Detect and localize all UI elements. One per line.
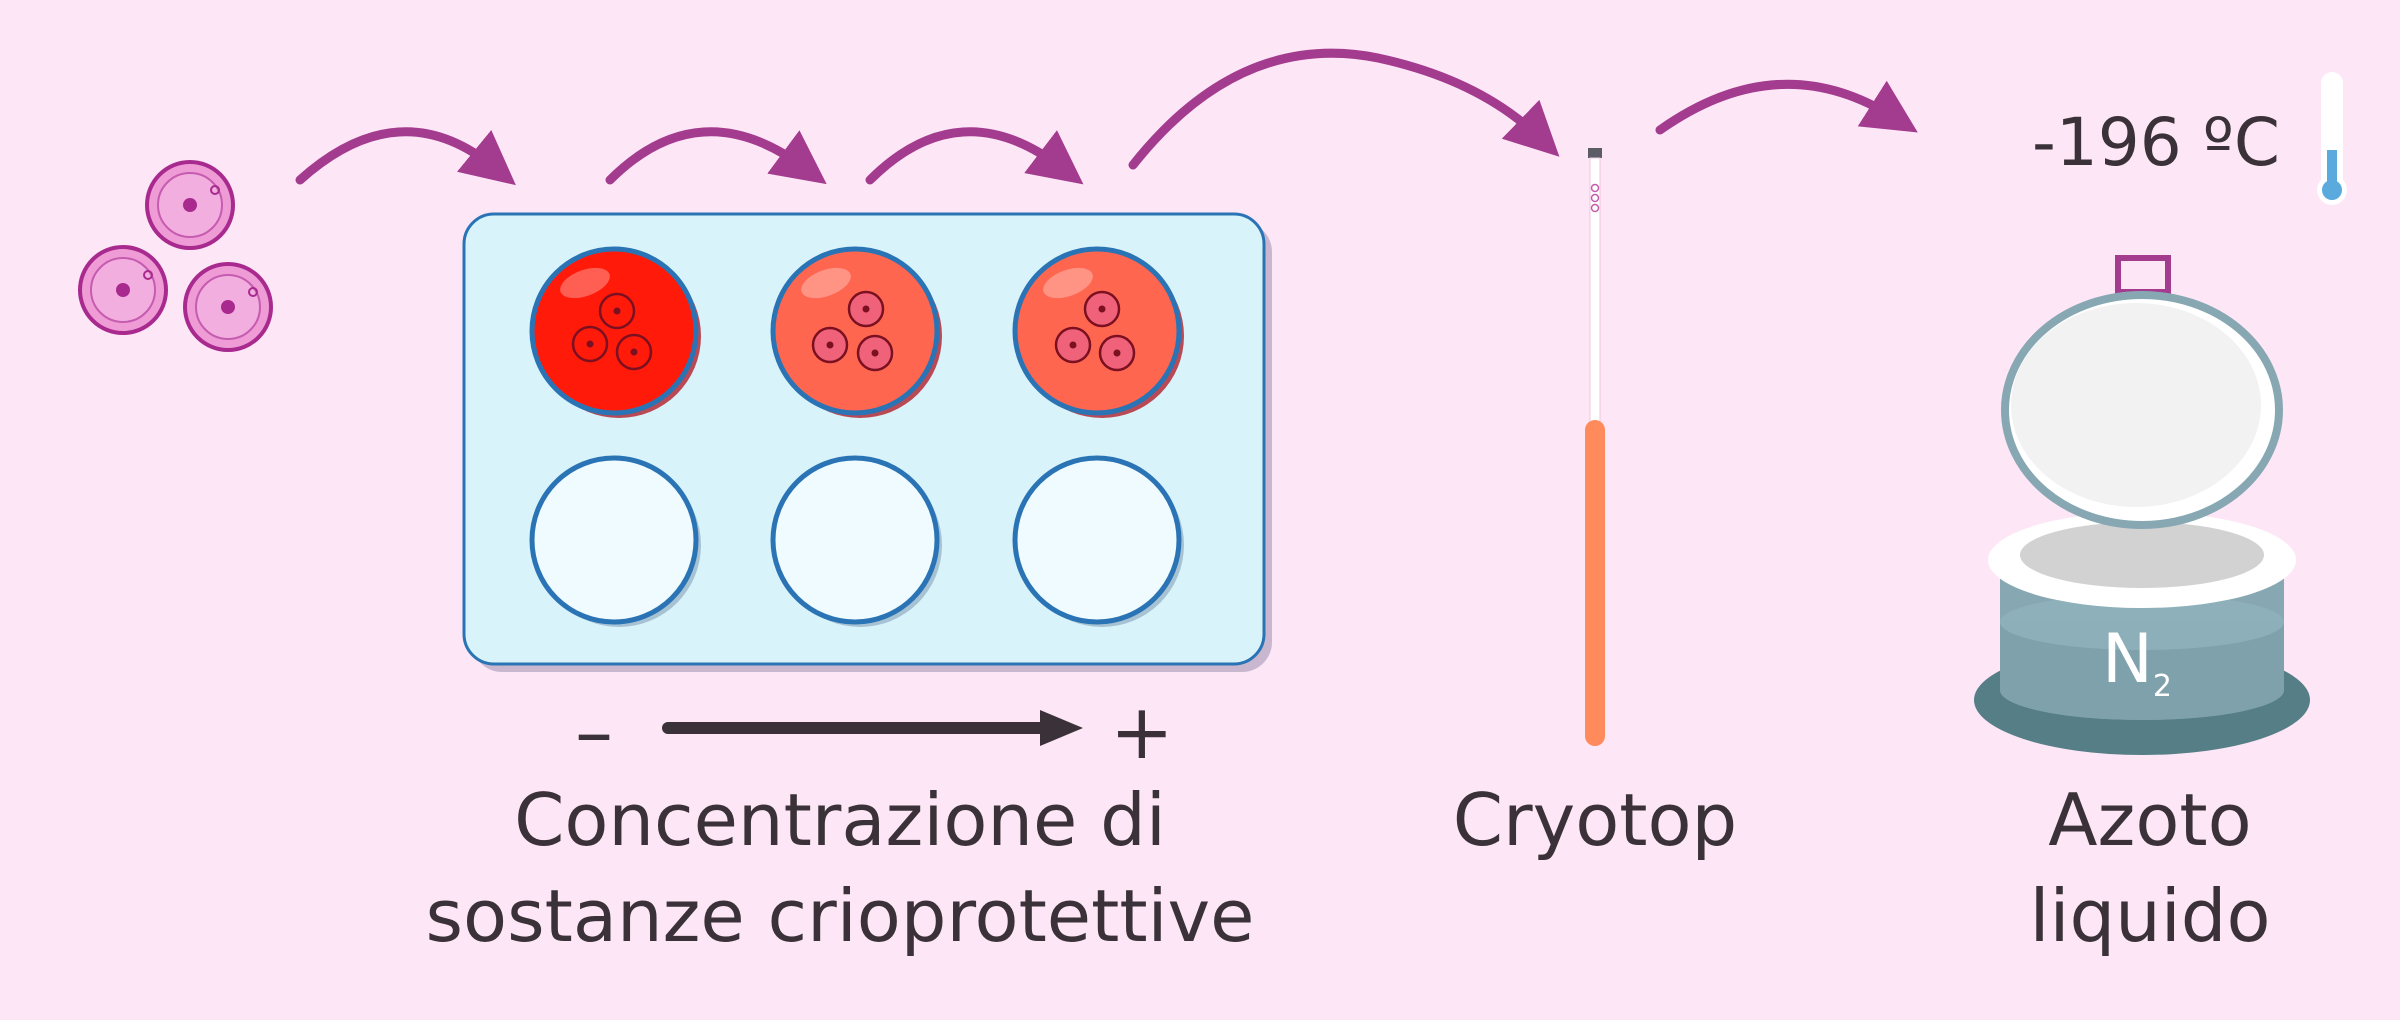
well-empty xyxy=(529,455,701,627)
high-concentration-sign: + xyxy=(1110,687,1174,776)
nitrogen-dewar-icon xyxy=(1974,255,2310,755)
concentration-label-line2: sostanze crioprotettive xyxy=(425,874,1255,958)
nitrogen-symbol-letter: N xyxy=(2102,620,2153,699)
oocyte xyxy=(183,262,273,352)
concentration-arrow-icon xyxy=(662,710,1083,746)
curved-arrow-icon xyxy=(605,127,827,185)
low-concentration-sign: – xyxy=(575,687,613,776)
thermometer-icon xyxy=(2317,72,2347,205)
azoto-label-line1: Azoto xyxy=(2048,778,2252,862)
well-mid-concentration xyxy=(770,246,942,418)
well-low-concentration xyxy=(1012,246,1184,418)
curved-arrow-icon xyxy=(865,127,1084,185)
cryotop-label: Cryotop xyxy=(1452,778,1738,862)
cryotop-straw-icon xyxy=(1585,148,1605,746)
oocyte xyxy=(145,160,235,250)
azoto-label-line2: liquido xyxy=(2029,874,2271,958)
oocyte xyxy=(78,245,168,335)
nitrogen-subscript: 2 xyxy=(2152,669,2172,704)
curved-arrow-icon xyxy=(1655,79,1918,135)
well-plate-icon xyxy=(462,212,1272,672)
curved-arrow-icon xyxy=(295,127,516,186)
nitrogen-symbol: N2 xyxy=(2102,626,2172,721)
well-high-concentration xyxy=(529,246,701,418)
well-empty xyxy=(1012,455,1184,627)
oocyte-cluster-icon xyxy=(78,160,273,352)
well-empty xyxy=(770,455,942,627)
temperature-label: -196 ºC xyxy=(2032,104,2280,181)
curved-arrow-icon xyxy=(1128,48,1560,170)
concentration-label-line1: Concentrazione di xyxy=(514,778,1166,862)
